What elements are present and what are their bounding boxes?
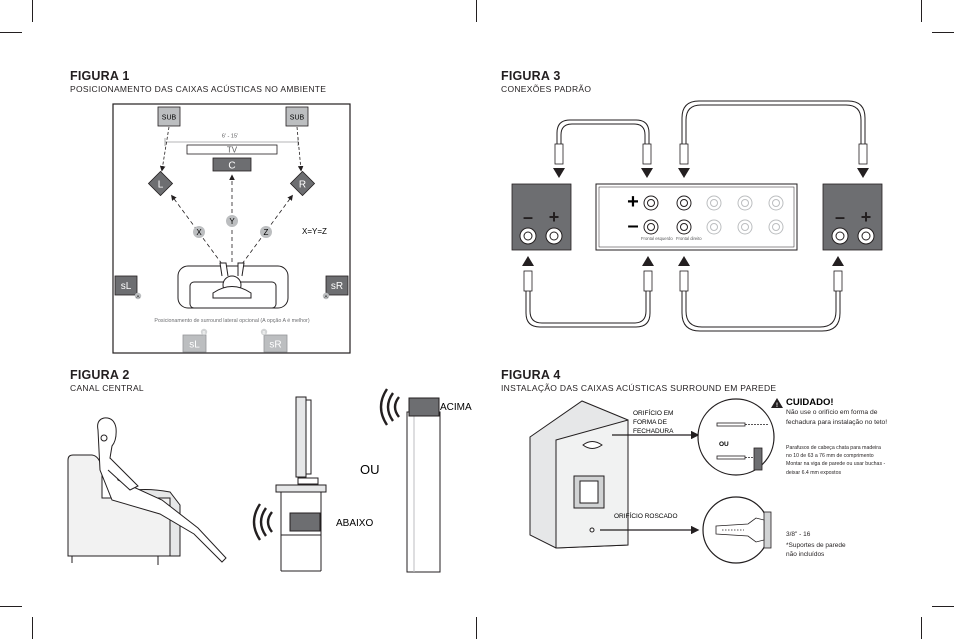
figure-2-title: FIGURA 2 [70, 368, 130, 382]
svg-text:B: B [262, 330, 265, 335]
svg-text:SUB: SUB [162, 115, 177, 122]
svg-text:sR: sR [269, 340, 281, 351]
subwoofer-left: SUB [157, 106, 181, 127]
center-label: C [228, 161, 235, 172]
figure-1-room-diagram: SUB SUB 6' - 15' TV C L R [112, 103, 351, 354]
figure-4-title: FIGURA 4 [501, 368, 561, 382]
center-fold-mark [476, 0, 477, 22]
threaded-detail [702, 496, 772, 564]
svg-text:SUB: SUB [290, 115, 305, 122]
brackets-note: *Suportes de parede não incluídos [786, 542, 846, 558]
subwoofer-right: SUB [285, 106, 309, 127]
equation-label: X=Y=Z [302, 227, 327, 236]
svg-text:sL: sL [189, 340, 200, 351]
below-label: ABAIXO [336, 518, 373, 529]
surround-left-speaker-b: sL B [182, 328, 208, 353]
tv-label: TV [227, 146, 238, 155]
threaded-hole-label: ORIFÍCIO ROSCADO [614, 511, 678, 520]
right-speaker-terminals: – + [822, 183, 883, 251]
tv [186, 144, 278, 155]
crop-mark [32, 0, 33, 22]
svg-text:X: X [196, 228, 202, 237]
distance-y: Y [226, 215, 238, 227]
tall-stand-speaker [406, 397, 441, 573]
surround-right-speaker-b: sR B [260, 328, 288, 353]
caution-text: Não use o orifício em forma de fechadura… [786, 409, 888, 426]
svg-text:Y: Y [229, 217, 235, 226]
svg-text:+: + [549, 207, 560, 227]
crop-mark [921, 0, 922, 22]
warning-icon: ! [776, 403, 778, 409]
keyhole-detail: OU [697, 398, 775, 476]
crop-mark [932, 32, 954, 33]
distance-x: X [193, 226, 205, 238]
crop-mark [0, 32, 22, 33]
svg-text:sL: sL [121, 281, 132, 292]
figure-2-center-channel: ABAIXO OU ACIMA [67, 388, 472, 573]
screws-text: Parafusos de cabeça chata para madeira n… [786, 445, 886, 476]
sound-waves-below [252, 503, 273, 541]
svg-text:+: + [627, 191, 639, 213]
figure-1-title: FIGURA 1 [70, 69, 130, 83]
svg-text:L: L [158, 180, 164, 191]
tv-on-stand [275, 396, 327, 572]
connection-arrows [522, 168, 869, 266]
distance-z: Z [260, 226, 272, 238]
armchair-listener [67, 417, 227, 565]
svg-text:–: – [835, 207, 845, 227]
figure-3-connections: – + – + + – [511, 100, 883, 332]
front-left-label: Frontal esquerdo [641, 236, 673, 241]
svg-text:Z: Z [264, 228, 269, 237]
svg-text:A: A [136, 294, 139, 299]
front-right-speaker: R [289, 170, 316, 197]
crop-mark [0, 606, 22, 607]
center-speaker [212, 157, 252, 172]
wire-connectors [523, 143, 868, 292]
svg-text:+: + [861, 207, 872, 227]
speaker-wires [525, 100, 866, 332]
figure-4-subtitle: INSTALAÇÃO DAS CAIXAS ACÚSTICAS SURROUND… [501, 383, 777, 393]
surround-option-note: Posicionamento de surround lateral opcio… [154, 318, 309, 324]
svg-text:sR: sR [331, 281, 343, 292]
figure-1-subtitle: POSICIONAMENTO DAS CAIXAS ACÚSTICAS NO A… [70, 84, 327, 94]
figure-2-subtitle: CANAL CENTRAL [70, 383, 144, 393]
caution-block: ! CUIDADO! [771, 397, 834, 409]
keyhole-or-label: OU [719, 441, 729, 448]
or-label: OU [360, 462, 380, 477]
figure-3-subtitle: CONEXÕES PADRÃO [501, 84, 592, 94]
receiver-terminal-panel: + – Frontal esquerdo Frontal direito [595, 183, 798, 251]
front-left-speaker: L [147, 170, 174, 197]
svg-text:A: A [324, 294, 327, 299]
surround-speaker-back [529, 400, 629, 549]
svg-text:–: – [523, 207, 533, 227]
svg-text:B: B [202, 330, 205, 335]
above-label: ACIMA [440, 402, 472, 413]
thread-size-label: 3/8" - 16 [786, 531, 811, 538]
svg-text:–: – [627, 215, 638, 237]
svg-text:R: R [299, 180, 306, 191]
sofa [177, 262, 289, 309]
front-right-label: Frontal direito [676, 236, 702, 241]
crop-mark [32, 617, 33, 639]
caution-title: CUIDADO! [786, 397, 834, 408]
distance-label: 6' - 15' [222, 134, 238, 140]
sound-waves-above [379, 388, 400, 426]
figure-3-title: FIGURA 3 [501, 69, 561, 83]
surround-right-speaker-a: sR A [322, 275, 349, 300]
crop-mark [932, 606, 954, 607]
crop-mark [921, 617, 922, 639]
left-speaker-terminals: – + [511, 183, 572, 251]
center-fold-mark [476, 617, 477, 639]
surround-left-speaker-a: sL A [114, 275, 142, 300]
